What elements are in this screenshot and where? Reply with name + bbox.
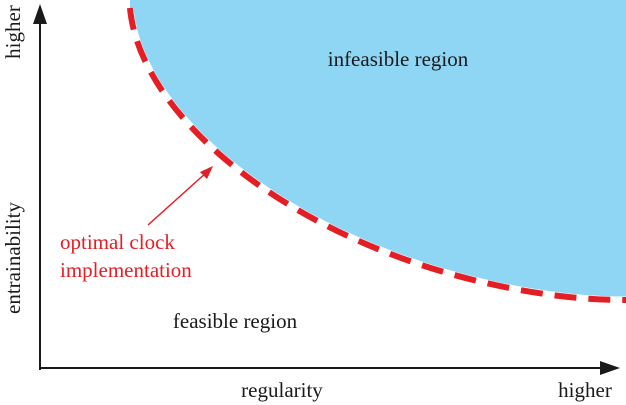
y-axis-arrowhead — [33, 4, 47, 24]
infeasible-region-label: infeasible region — [328, 47, 469, 71]
annotation-label-line2: implementation — [60, 258, 192, 282]
annotation-arrowhead — [200, 166, 213, 179]
annotation-arrow-line — [147, 171, 208, 226]
y-axis-label: entrainability — [1, 202, 25, 314]
x-axis-arrowhead — [600, 361, 620, 375]
annotation-label-line1: optimal clock — [60, 230, 175, 254]
x-axis-end-label: higher — [558, 378, 612, 402]
x-axis-label: regularity — [241, 378, 323, 402]
infeasible-region-area — [130, 0, 626, 300]
y-axis-end-label: higher — [1, 5, 25, 59]
feasible-region-label: feasible region — [173, 309, 298, 333]
optimal-frontier-curve — [127, 7, 626, 303]
